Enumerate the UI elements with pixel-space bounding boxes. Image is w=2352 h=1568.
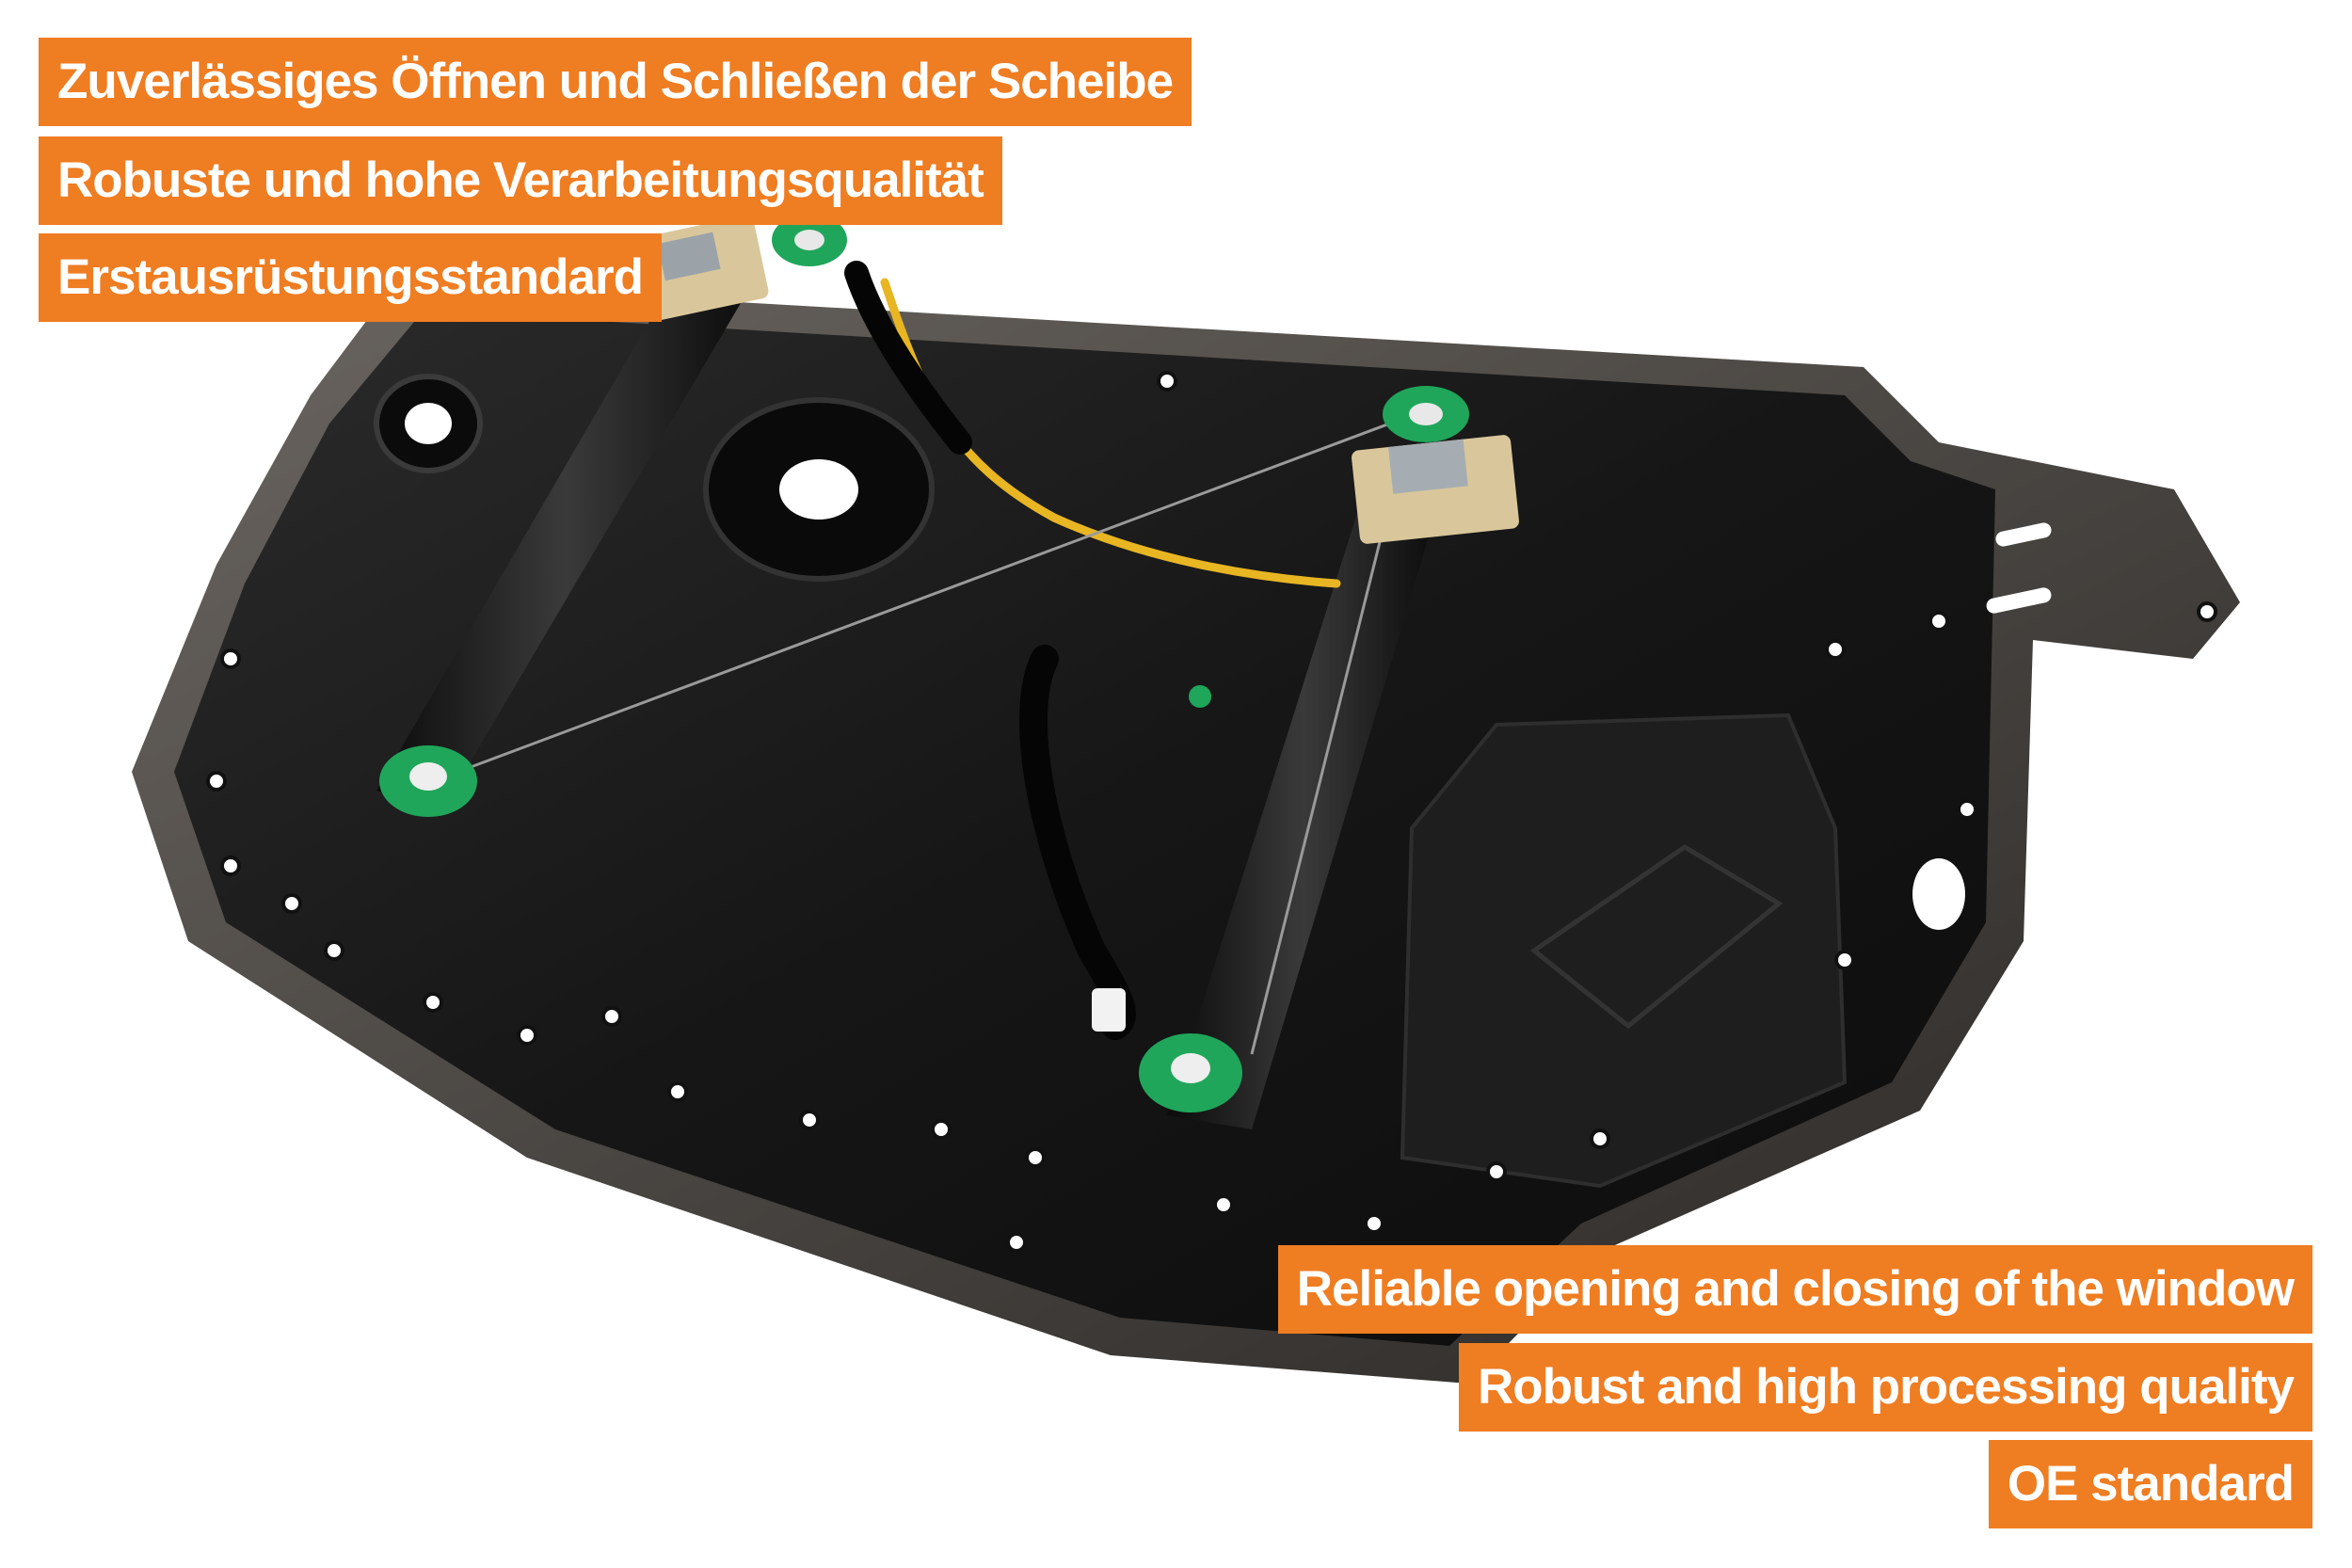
left-guide-rail <box>376 273 753 809</box>
feature-label-de-robust-quality: Robuste und hohe Verarbeitungsqualität <box>39 136 1002 225</box>
right-carrier <box>1352 435 1519 544</box>
pulley-top-left <box>772 214 847 266</box>
speaker-hole <box>779 459 858 520</box>
right-guide-rail <box>1167 489 1440 1129</box>
rim-bolts <box>206 371 2217 1253</box>
upper-left-carrier <box>633 215 769 322</box>
feature-label-en-robust-quality: Robust and high processing quality <box>1458 1343 2312 1432</box>
cable-bundle-upper <box>844 261 972 455</box>
feature-label-en-oe-standard: OE standard <box>1988 1440 2312 1528</box>
flat-plate <box>1400 712 1848 1189</box>
diamond-emboss <box>1529 844 1784 1030</box>
steel-wire-2 <box>1250 488 1395 1055</box>
green-marker-dot <box>1189 685 1211 708</box>
pulley-bottom-left <box>379 745 477 817</box>
mount-hole-inner <box>405 403 452 444</box>
steel-wire-1 <box>432 403 1441 783</box>
feature-label-de-reliable-opening: Zuverlässiges Öffnen und Schließen der S… <box>39 38 1192 126</box>
feature-label-en-reliable-opening: Reliable opening and closing of the wind… <box>1277 1245 2312 1334</box>
feature-label-de-oe-standard: Erstausrüstungsstandard <box>39 233 662 322</box>
pulley-top-right <box>1383 386 1469 442</box>
pulley-bottom-right <box>1139 1033 1242 1112</box>
cable-clip <box>1092 988 1126 1032</box>
right-bracket-slots <box>1912 522 2052 930</box>
